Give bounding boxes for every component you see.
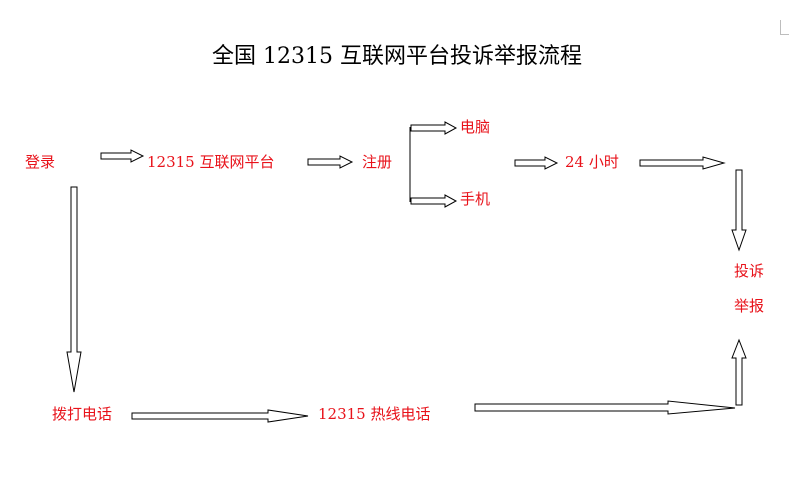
diagram-title: 全国 12315 互联网平台投诉举报流程 [212, 44, 582, 69]
node-complaint-line1: 投诉 [734, 262, 765, 280]
node-login: 登录 [25, 153, 56, 171]
arrow-dial-to-hotline [131, 409, 309, 423]
arrow-hotline-to-right [474, 400, 736, 415]
node-platform: 12315 互联网平台 [147, 153, 275, 171]
node-computer: 电脑 [460, 118, 491, 136]
arrow-register-to-computer [410, 121, 458, 135]
page-corner-mark [780, 20, 789, 35]
arrow-login-to-platform [100, 149, 145, 163]
node-dial-phone: 拨打电话 [52, 405, 113, 423]
arrow-platform-to-register [307, 155, 354, 169]
node-phone: 手机 [460, 190, 491, 208]
arrow-24-hours-to-complaint-horizontal [639, 156, 726, 170]
node-24-hours: 24 小时 [565, 153, 619, 171]
arrow-down-to-complaint [731, 169, 747, 252]
arrow-up-to-complaint [731, 338, 747, 406]
node-hotline: 12315 热线电话 [318, 405, 431, 423]
arrow-to-24-hours [514, 156, 559, 170]
node-complaint-line2: 举报 [734, 297, 765, 315]
node-register: 注册 [362, 153, 393, 171]
arrow-login-to-dial [66, 186, 82, 393]
arrow-register-to-phone [410, 194, 458, 208]
